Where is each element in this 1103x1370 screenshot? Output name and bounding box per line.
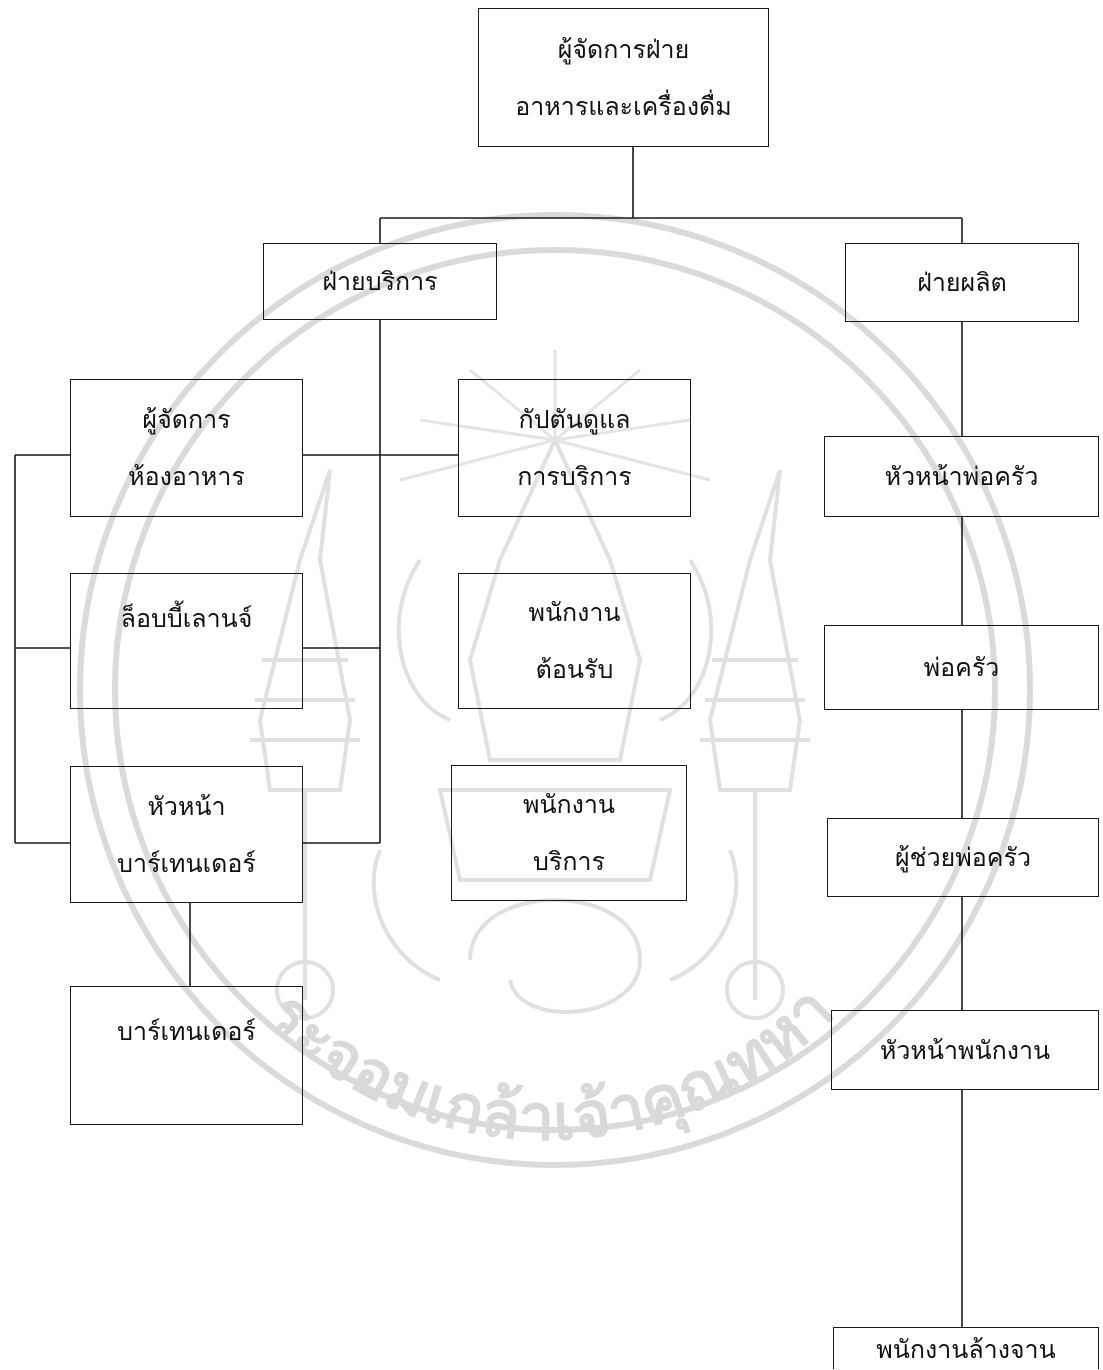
assistant-chef-label: ผู้ช่วยพ่อครัว xyxy=(895,843,1031,872)
chef-label: พ่อครัว xyxy=(923,653,1000,682)
service-captain-box: กัปตันดูแล การบริการ xyxy=(458,379,691,517)
bartender-box: บาร์เทนเดอร์ xyxy=(70,986,303,1125)
production-department-label: ฝ่ายผลิต xyxy=(917,268,1007,297)
head-bartender-box: หัวหน้า บาร์เทนเดอร์ xyxy=(70,766,303,903)
dining-room-manager-line1: ผู้จัดการ xyxy=(142,405,231,434)
dining-room-manager-box: ผู้จัดการ ห้องอาหาร xyxy=(70,379,303,517)
service-department-box: ฝ่ายบริการ xyxy=(263,243,497,320)
head-bartender-line2: บาร์เทนเดอร์ xyxy=(117,848,256,878)
receptionist-box: พนักงาน ต้อนรับ xyxy=(458,573,691,709)
bartender-label: บาร์เทนเดอร์ xyxy=(117,1017,256,1046)
production-department-box: ฝ่ายผลิต xyxy=(845,243,1079,322)
lobby-lounge-box: ล็อบบี้เลานจ์ xyxy=(70,573,303,709)
head-bartender-line1: หัวหน้า xyxy=(147,791,226,821)
service-staff-line2: บริการ xyxy=(533,847,605,876)
head-staff-label: หัวหน้าพนักงาน xyxy=(879,1035,1051,1065)
service-staff-line1: พนักงาน xyxy=(522,790,616,819)
dishwasher-label: พนักงานล้างจาน xyxy=(876,1335,1056,1364)
lobby-lounge-label: ล็อบบี้เลานจ์ xyxy=(120,604,253,633)
service-captain-line2: การบริการ xyxy=(517,462,632,491)
dining-room-manager-line2: ห้องอาหาร xyxy=(128,462,245,491)
service-staff-box: พนักงาน บริการ xyxy=(451,765,687,901)
head-staff-box: หัวหน้าพนักงาน xyxy=(831,1010,1099,1090)
food-beverage-manager-line1: ผู้จัดการฝ่าย xyxy=(557,34,690,64)
receptionist-line2: ต้อนรับ xyxy=(535,655,614,684)
head-chef-box: หัวหน้าพ่อครัว xyxy=(824,436,1099,517)
dishwasher-box: พนักงานล้างจาน xyxy=(833,1327,1099,1369)
chef-box: พ่อครัว xyxy=(824,625,1099,710)
receptionist-line1: พนักงาน xyxy=(528,598,621,627)
food-beverage-manager-box: ผู้จัดการฝ่าย อาหารและเครื่องดื่ม xyxy=(478,8,769,147)
head-chef-label: หัวหน้าพ่อครัว xyxy=(884,462,1039,491)
food-beverage-manager-line2: อาหารและเครื่องดื่ม xyxy=(515,91,732,121)
service-department-label: ฝ่ายบริการ xyxy=(322,267,438,296)
service-captain-line1: กัปตันดูแล xyxy=(518,405,631,434)
assistant-chef-box: ผู้ช่วยพ่อครัว xyxy=(827,818,1099,897)
